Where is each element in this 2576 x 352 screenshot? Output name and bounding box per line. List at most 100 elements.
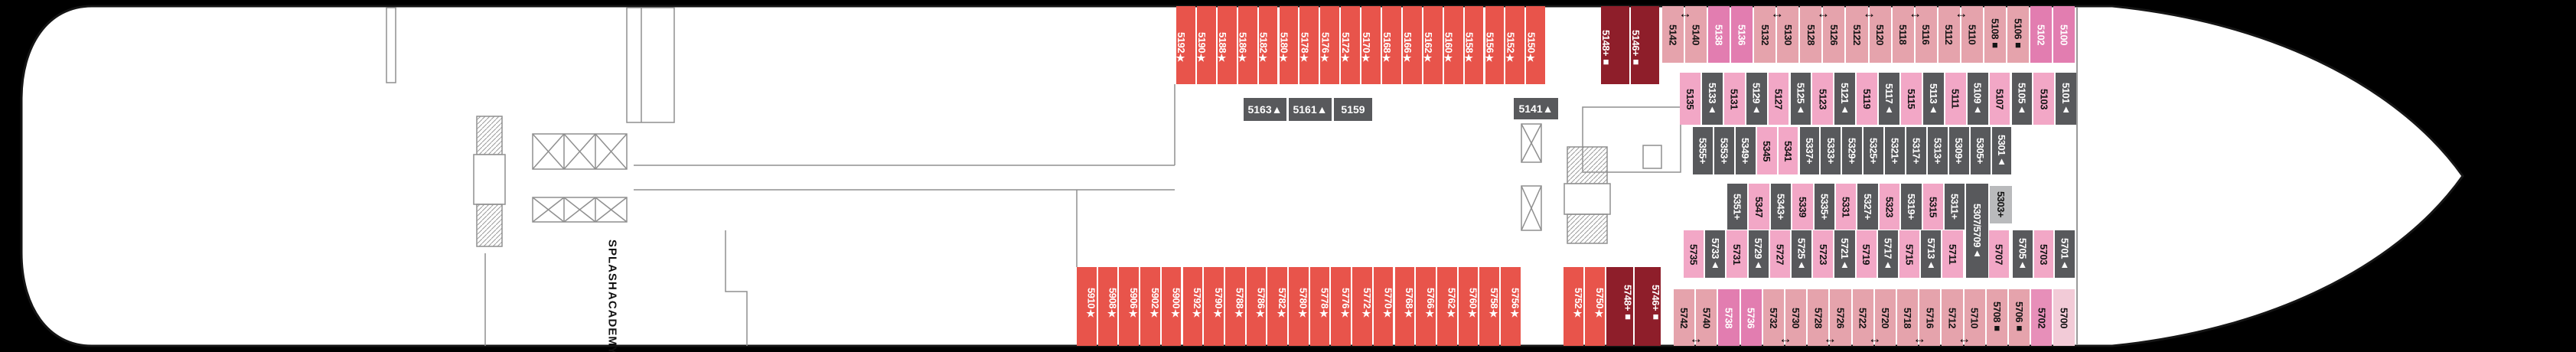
cabin-5705[interactable]: 5705▲: [2013, 230, 2033, 278]
cabin-5105[interactable]: 5105▲: [2011, 73, 2033, 125]
cabin-5707[interactable]: 5707: [1989, 230, 2009, 278]
cabin-5703[interactable]: 5703: [2033, 230, 2053, 278]
cabin-5313[interactable]: 5313+: [1927, 127, 1948, 174]
cabin-5156[interactable]: 5156★: [1485, 6, 1505, 84]
cabin-5700[interactable]: 5700: [2053, 289, 2075, 346]
cabin-5331[interactable]: 5331: [1836, 184, 1857, 230]
cabin-5127[interactable]: 5127: [1768, 73, 1789, 125]
cabin-5186[interactable]: 5186★: [1237, 6, 1257, 84]
cabin-5323[interactable]: 5323: [1879, 184, 1900, 230]
cabin-5748[interactable]: 5748+■: [1606, 267, 1634, 346]
cabin-5762[interactable]: 5762★: [1436, 267, 1458, 346]
cabin-5148[interactable]: 5148+■: [1600, 6, 1629, 84]
cabin-5722[interactable]: 5722: [1852, 289, 1873, 346]
cabin-5109[interactable]: 5109▲: [1967, 73, 1988, 125]
cabin-5115[interactable]: 5115: [1901, 73, 1922, 125]
cabin-5305[interactable]: 5305+: [1970, 127, 1991, 174]
cabin-5113[interactable]: 5113▲: [1922, 73, 1944, 125]
cabin-5710[interactable]: 5710: [1964, 289, 1985, 346]
cabin-5776[interactable]: 5776★: [1331, 267, 1352, 346]
cabin-5118[interactable]: 5118: [1892, 6, 1914, 63]
cabin-5103[interactable]: 5103: [2033, 73, 2055, 125]
cabin-5128[interactable]: 5128: [1800, 6, 1822, 63]
cabin-5100[interactable]: 5100: [2053, 6, 2075, 63]
cabin-5129[interactable]: 5129▲: [1746, 73, 1767, 125]
cabin-5701[interactable]: 5701▲: [2055, 230, 2075, 278]
cabin-5788[interactable]: 5788★: [1224, 267, 1246, 346]
cabin-5107[interactable]: 5107: [1989, 73, 2010, 125]
cabin-5790[interactable]: 5790★: [1204, 267, 1224, 346]
cabin-5712[interactable]: 5712: [1942, 289, 1963, 346]
cabin-5123[interactable]: 5123: [1812, 73, 1834, 125]
cabin-5339[interactable]: 5339: [1792, 184, 1813, 230]
cabin-5716[interactable]: 5716: [1919, 289, 1941, 346]
cabin-5102[interactable]: 5102: [2030, 6, 2052, 63]
cabin-5780[interactable]: 5780★: [1289, 267, 1309, 346]
cabin-5770[interactable]: 5770★: [1373, 267, 1394, 346]
cabin-5121[interactable]: 5121▲: [1834, 73, 1856, 125]
cabin-5182[interactable]: 5182★: [1258, 6, 1278, 84]
cabin-5349[interactable]: 5349+: [1735, 127, 1756, 174]
cabin-5311[interactable]: 5311+: [1945, 184, 1965, 230]
cabin-5110[interactable]: 5110: [1961, 6, 1983, 63]
cabin-5727[interactable]: 5727: [1769, 230, 1790, 278]
cabin-5192[interactable]: 5192★: [1176, 6, 1195, 84]
cabin-5307-5709[interactable]: 5307/5709▲: [1966, 184, 1988, 278]
cabin-5778[interactable]: 5778★: [1309, 267, 1330, 346]
cabin-5142[interactable]: 5142: [1662, 6, 1684, 63]
cabin-5732[interactable]: 5732: [1762, 289, 1784, 346]
cabin-5120[interactable]: 5120: [1869, 6, 1891, 63]
cabin-5303[interactable]: 5303+: [1990, 186, 2012, 223]
cabin-5136[interactable]: 5136: [1731, 6, 1753, 63]
cabin-5742[interactable]: 5742: [1674, 289, 1695, 346]
cabin-5335[interactable]: 5335+: [1814, 184, 1834, 230]
cabin-5152[interactable]: 5152★: [1505, 6, 1525, 84]
cabin-5760[interactable]: 5760★: [1458, 267, 1479, 346]
cabin-5719[interactable]: 5719: [1856, 230, 1877, 278]
cabin-5713[interactable]: 5713▲: [1921, 230, 1942, 278]
cabin-5900[interactable]: 5900★: [1161, 267, 1182, 346]
cabin-5347[interactable]: 5347: [1749, 184, 1769, 230]
cabin-5772[interactable]: 5772★: [1352, 267, 1373, 346]
cabin-5738[interactable]: 5738: [1718, 289, 1740, 346]
cabin-5731[interactable]: 5731: [1727, 230, 1747, 278]
cabin-5341[interactable]: 5341: [1778, 127, 1798, 174]
cabin-5792[interactable]: 5792★: [1182, 267, 1203, 346]
cabin-5108[interactable]: 5108■: [1984, 6, 2006, 63]
cabin-5723[interactable]: 5723: [1813, 230, 1834, 278]
cabin-5132[interactable]: 5132: [1754, 6, 1776, 63]
cabin-5333[interactable]: 5333+: [1821, 127, 1841, 174]
cabin-5126[interactable]: 5126: [1823, 6, 1845, 63]
cabin-5706[interactable]: 5706■: [2009, 289, 2030, 346]
cabin-5131[interactable]: 5131: [1723, 73, 1745, 125]
cabin-5768[interactable]: 5768★: [1394, 267, 1415, 346]
cabin-5717[interactable]: 5717▲: [1877, 230, 1898, 278]
cabin-5133[interactable]: 5133▲: [1701, 73, 1723, 125]
cabin-5146[interactable]: 5146+■: [1630, 6, 1659, 84]
cabin-5902[interactable]: 5902★: [1140, 267, 1161, 346]
cabin-5351[interactable]: 5351+: [1727, 184, 1748, 230]
cabin-5301[interactable]: 5301▲: [1991, 127, 2012, 174]
cabin-5740[interactable]: 5740: [1696, 289, 1717, 346]
cabin-5733[interactable]: 5733▲: [1705, 230, 1726, 278]
cabin-5190[interactable]: 5190★: [1196, 6, 1216, 84]
cabin-5750[interactable]: 5750★: [1585, 267, 1606, 346]
cabin-5178[interactable]: 5178★: [1299, 6, 1319, 84]
cabin-5735[interactable]: 5735: [1684, 230, 1704, 278]
cabin-5353[interactable]: 5353+: [1714, 127, 1734, 174]
cabin-5138[interactable]: 5138: [1708, 6, 1730, 63]
cabin-5125[interactable]: 5125▲: [1790, 73, 1811, 125]
cabin-5176[interactable]: 5176★: [1319, 6, 1340, 84]
cabin-5112[interactable]: 5112: [1938, 6, 1960, 63]
cabin-5117[interactable]: 5117▲: [1879, 73, 1899, 125]
cabin-5172[interactable]: 5172★: [1340, 6, 1361, 84]
cabin-5317[interactable]: 5317+: [1906, 127, 1926, 174]
cabin-5756[interactable]: 5756★: [1501, 267, 1521, 346]
cabin-5159[interactable]: 5159: [1334, 98, 1372, 121]
cabin-5728[interactable]: 5728: [1808, 289, 1829, 346]
cabin-5140[interactable]: 5140: [1685, 6, 1707, 63]
cabin-5910[interactable]: 5910★: [1077, 267, 1097, 346]
cabin-5752[interactable]: 5752★: [1564, 267, 1584, 346]
cabin-5161[interactable]: 5161▲: [1289, 98, 1332, 121]
cabin-5708[interactable]: 5708■: [1986, 289, 2007, 346]
